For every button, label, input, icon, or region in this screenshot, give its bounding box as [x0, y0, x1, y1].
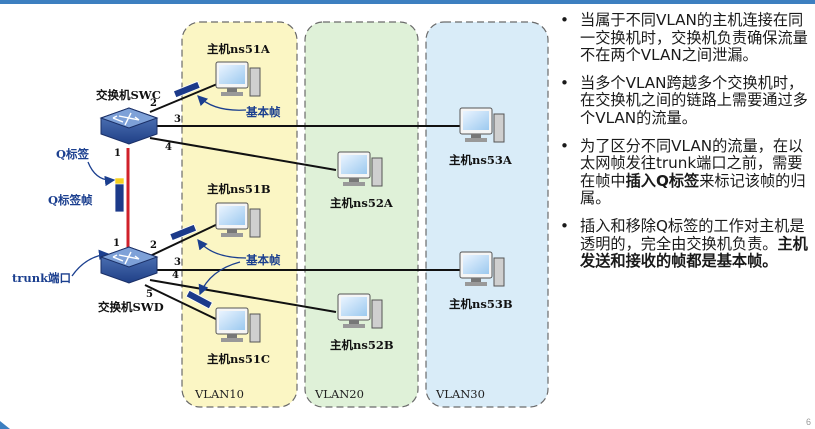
- computer-ns51b-icon: [215, 202, 261, 238]
- bullet-item-3: • 为了区分不同VLAN的流量，在以太网帧发往trunk端口之前，需要在帧中插入…: [560, 136, 810, 208]
- diagram-canvas: [71, 21, 549, 408]
- vlan10-label: VLAN10: [195, 387, 244, 401]
- bullet-dot: •: [560, 216, 569, 235]
- host-label-ns51a: 主机ns51A: [207, 42, 270, 56]
- vlan-trunk-diagram: 主机ns51A 主机ns51B 主机ns51C 主机ns52A 主机ns52B …: [12, 21, 549, 408]
- page-number: 6: [805, 417, 811, 427]
- q-tag-marker: [114, 177, 125, 185]
- computer-ns52b-icon: [337, 293, 383, 329]
- q-tag-frame-label: Q标签帧: [48, 193, 93, 207]
- vlan20-label: VLAN20: [315, 387, 364, 401]
- bullet-dot: •: [560, 73, 569, 92]
- bullet-text: 插入和移除Q标签的工作对主机是透明的，完全由交换机负责。: [580, 216, 805, 253]
- swd-port-3: 3: [174, 257, 181, 268]
- bullet-item-2: • 当多个VLAN跨越多个交换机时，在交换机之间的链路上需要通过多个VLAN的流…: [560, 73, 810, 128]
- trunk-port-label: trunk端口: [12, 271, 72, 285]
- computer-ns53a-icon: [459, 107, 505, 143]
- arrow-basic-frame-top: [197, 95, 247, 111]
- computer-ns52a-icon: [337, 151, 383, 187]
- basic-frame-label-bottom: 基本帧: [246, 253, 281, 267]
- swd-port-2: 2: [150, 240, 157, 251]
- computer-ns53b-icon: [459, 251, 505, 287]
- link-swc-ns52a: [149, 137, 337, 171]
- host-label-ns53b: 主机ns53B: [449, 297, 513, 311]
- bullet-dot: •: [560, 136, 569, 155]
- basic-frame-top: [172, 80, 201, 99]
- arrow-basic-frame-bottom: [197, 238, 247, 259]
- q-tag-label: Q标签: [56, 147, 90, 161]
- bullet-bold-text: 主机发送和接收的帧都是基本帧。: [580, 234, 808, 271]
- bullet-text: 当多个VLAN跨越多个交换机时，在交换机之间的链路上需要通过多个VLAN的流量。: [580, 73, 808, 127]
- swd-port-1: 1: [113, 238, 120, 249]
- swd-port-4: 4: [172, 270, 179, 281]
- bullet-bold-text: 插入Q标签: [625, 171, 700, 190]
- host-label-ns52b: 主机ns52B: [330, 338, 394, 352]
- arrow-basic-frame-port5: [198, 261, 241, 296]
- bullet-item-4: • 插入和移除Q标签的工作对主机是透明的，完全由交换机负责。主机发送和接收的帧都…: [560, 216, 810, 271]
- basic-frame-port5: [185, 289, 213, 310]
- switch-label-swc: 交换机SWC: [96, 88, 161, 102]
- link-swd-ns51b: [149, 221, 223, 257]
- basic-frame-bottom: [169, 223, 198, 242]
- host-label-ns51b: 主机ns51B: [207, 182, 271, 196]
- switch-swc-icon: [99, 107, 159, 145]
- link-swc-ns51a: [149, 81, 223, 113]
- host-label-ns53a: 主机ns53A: [449, 153, 512, 167]
- computer-ns51a-icon: [215, 61, 261, 97]
- computer-ns51c-icon: [215, 307, 261, 343]
- swc-port-3: 3: [174, 114, 181, 125]
- bullet-text: 当属于不同VLAN的主机连接在同一交换机时，交换机负责确保流量不在两个VLAN之…: [580, 11, 808, 65]
- bullet-item-1: • 当属于不同VLAN的主机连接在同一交换机时，交换机负责确保流量不在两个VLA…: [560, 11, 810, 65]
- vlan30-label: VLAN30: [436, 387, 485, 401]
- swc-port-4: 4: [165, 142, 172, 153]
- switch-label-swd: 交换机SWD: [98, 300, 164, 314]
- basic-frame-label-top: 基本帧: [246, 105, 281, 119]
- bullet-text: 为了区分不同VLAN的流量，在以太网帧发往trunk端口之前，需要在帧中: [580, 136, 804, 190]
- arrow-q-tag: [87, 161, 116, 187]
- bullet-text-after: 来标记该帧的归属。: [580, 171, 806, 208]
- arrow-trunk-port: [71, 249, 110, 277]
- swc-port-1: 1: [114, 148, 121, 159]
- switch-swd-icon: [99, 246, 159, 284]
- link-swd-ns51c: [144, 284, 223, 323]
- link-swd-ns52b: [149, 279, 337, 313]
- top-accent-bar: [0, 0, 815, 4]
- host-label-ns52a: 主机ns52A: [330, 196, 393, 210]
- swd-port-5: 5: [146, 289, 153, 300]
- corner-decoration: [0, 421, 10, 429]
- vlan30-region: [425, 21, 549, 408]
- bullet-list: • 当属于不同VLAN的主机连接在同一交换机时，交换机负责确保流量不在两个VLA…: [560, 11, 810, 281]
- bullet-dot: •: [560, 11, 569, 29]
- swc-port-2: 2: [150, 98, 157, 109]
- host-label-ns51c: 主机ns51C: [207, 352, 270, 366]
